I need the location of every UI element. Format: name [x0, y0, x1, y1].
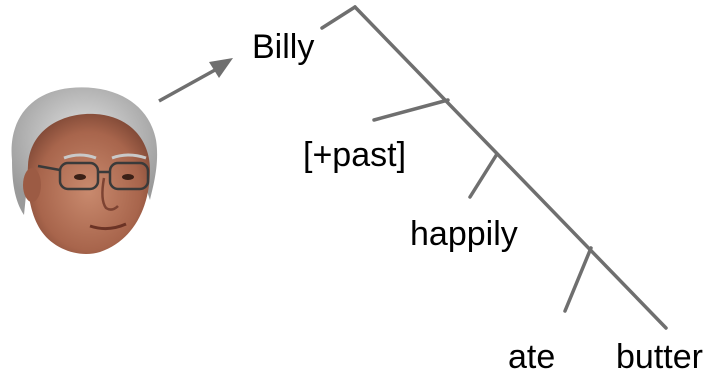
word-past-feature: [+past] — [303, 136, 407, 174]
word-butter: butter — [616, 338, 703, 376]
word-happily: happily — [410, 215, 518, 253]
branch-spine — [353, 5, 668, 330]
word-ate: ate — [508, 338, 556, 376]
branch-ate — [563, 246, 593, 313]
tree-branches — [320, 5, 668, 330]
portrait-image — [11, 87, 158, 254]
glasses-icon — [37, 161, 150, 191]
arrowhead-icon — [209, 58, 233, 78]
branch-happily — [468, 152, 499, 199]
word-billy: Billy — [252, 28, 315, 66]
arrow — [158, 58, 233, 103]
portrait-ear — [23, 168, 41, 202]
branch-past — [372, 98, 450, 122]
branch-root-left — [320, 5, 357, 30]
portrait-hair — [11, 87, 158, 215]
portrait-face — [27, 113, 150, 254]
